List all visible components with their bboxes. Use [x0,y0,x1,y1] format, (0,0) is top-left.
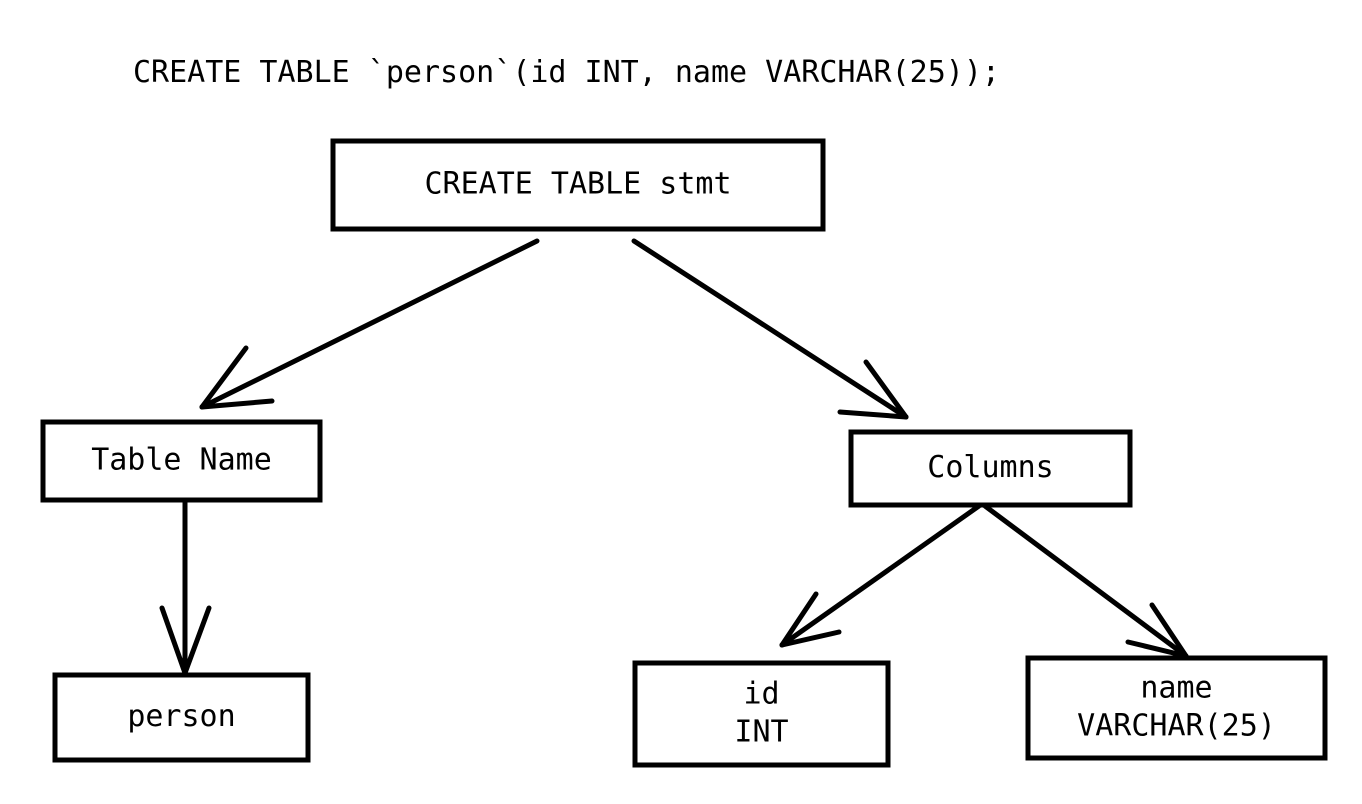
node-root[interactable]: CREATE TABLE stmt [330,138,826,232]
node-box[interactable] [52,672,311,763]
edge-shaft [631,238,909,420]
node-label: person [127,699,235,734]
node-person[interactable]: person [52,672,311,763]
node-box[interactable] [1025,655,1328,761]
edge-root-to-columns [631,238,909,420]
node-box[interactable] [632,660,891,768]
caption-layer: CREATE TABLE `person`(id INT, name VARCH… [133,55,1000,90]
sql-statement-caption: CREATE TABLE `person`(id INT, name VARCH… [133,55,1000,90]
edge-table-name-to-person [159,498,212,676]
node-label: name [1140,671,1212,706]
node-label: Columns [927,450,1053,485]
node-label: INT [734,715,788,750]
edge-shaft [779,503,982,648]
node-label: VARCHAR(25) [1077,709,1276,744]
arrow-head-stroke [1125,639,1189,659]
node-columns[interactable]: Columns [848,429,1133,508]
arrow-head-stroke [779,629,842,648]
arrow-head-stroke [779,591,819,648]
edge-columns-to-col-name [982,503,1189,659]
arrow-head-stroke [199,398,275,410]
node-table-name[interactable]: Table Name [40,419,323,503]
edge-columns-to-col-id [779,503,982,648]
edge-shaft [199,238,540,410]
arrow-head-stroke [159,605,188,676]
node-box[interactable] [848,429,1133,508]
node-box[interactable] [330,138,826,232]
arrow-head-stroke [837,409,909,420]
node-label: CREATE TABLE stmt [424,167,731,202]
arrow-head-stroke [182,605,212,676]
node-box[interactable] [40,419,323,503]
edge-shaft [982,503,1189,659]
edge-root-to-table-name [199,238,540,410]
node-label: Table Name [91,443,272,478]
edge-layer [159,238,1189,676]
arrow-head-stroke [1149,602,1189,659]
node-label: id [743,677,779,712]
arrow-head-stroke [863,359,909,420]
arrow-head-stroke [199,345,249,410]
